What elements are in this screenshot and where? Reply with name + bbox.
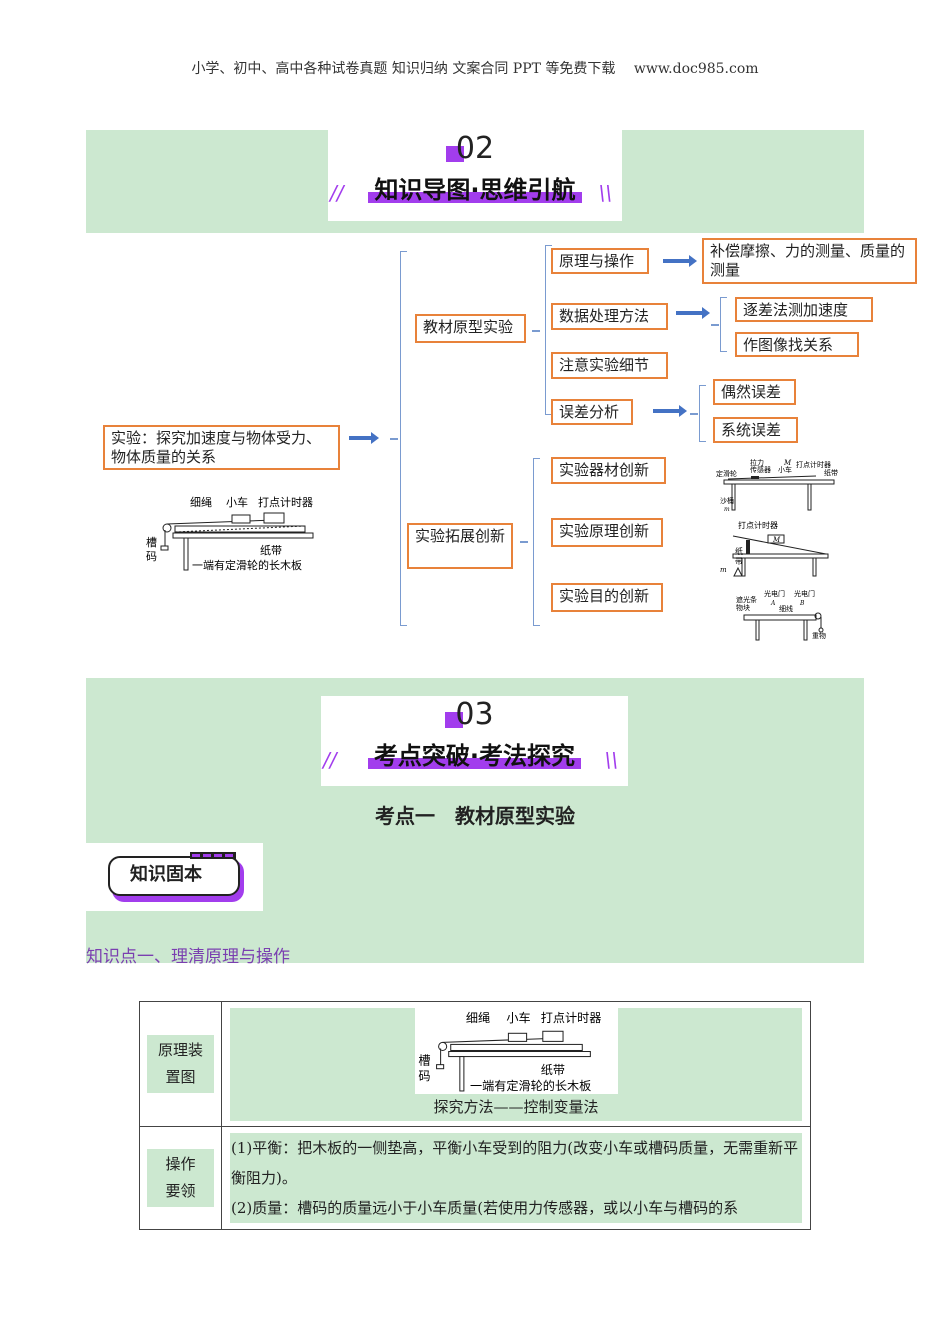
badge-knowledge: 知识固本 xyxy=(108,856,240,896)
mindmap-item: 实验原理创新 xyxy=(551,518,663,547)
label-weight: 码 xyxy=(146,550,157,563)
label: 光电门 xyxy=(764,589,785,598)
mindmap-detail: 逐差法测加速度 xyxy=(735,297,873,322)
label-board: 一端有定滑轮的长木板 xyxy=(192,558,302,572)
mindmap-item: 误差分析 xyxy=(551,399,633,425)
section-02-title-box: 02 知识导图·思维引航 // \\ xyxy=(328,130,622,221)
label-timer: 打点计时器 xyxy=(258,495,313,509)
mindmap-item: 实验器材创新 xyxy=(551,457,666,484)
mindmap-item: 注意实验细节 xyxy=(551,352,668,379)
label: B xyxy=(799,600,805,607)
label: m xyxy=(724,506,730,513)
section-title: 考点突破·考法探究 xyxy=(367,736,582,771)
mindmap-root: 实验：探究加速度与物体受力、物体质量的关系 xyxy=(103,425,340,470)
label: 纸 xyxy=(735,546,743,556)
mindmap-item: 原理与操作 xyxy=(551,248,649,274)
label: 遮光条 xyxy=(736,595,757,604)
section-03-title-box: 03 考点突破·考法探究 // \\ xyxy=(321,696,628,786)
row-label-cell: 操作要领 xyxy=(139,1126,222,1230)
row-label: 原理装置图 xyxy=(147,1035,214,1093)
mindmap-branch-extension: 实验拓展创新 xyxy=(407,523,513,569)
label-tape: 纸带 xyxy=(260,544,282,557)
label-cart: 小车 xyxy=(226,495,248,509)
row-label-cell: 原理装置图 xyxy=(139,1001,222,1127)
principle-innovation-diagram: 打点计时器 M 纸 带 m xyxy=(720,520,829,577)
slash-decoration: \\ xyxy=(598,181,612,205)
principle-table: 原理装置图 细绳 小车 打点计时器 槽 码 纸带 xyxy=(139,1001,811,1230)
label: m xyxy=(720,566,727,574)
label: 槽 xyxy=(418,1053,430,1067)
badge-decoration xyxy=(190,852,236,859)
label: 小车 xyxy=(506,1010,530,1025)
mindmap-detail: 系统误差 xyxy=(713,417,798,443)
operation-step: (1)平衡：把木板的一侧垫高，平衡小车受到的阻力(改变小车或槽码质量，无需重新平… xyxy=(230,1133,802,1193)
label-rope: 细绳 xyxy=(190,495,212,509)
row-label: 操作要领 xyxy=(147,1149,214,1207)
slash-decoration: // xyxy=(330,181,344,205)
label: 传感器 xyxy=(750,465,771,474)
mindmap-branch-textbook: 教材原型实验 xyxy=(415,314,526,343)
badge-container: 知识固本 xyxy=(86,843,263,911)
label: 细线 xyxy=(779,604,793,613)
arrow-icon xyxy=(653,405,687,417)
label: 纸带 xyxy=(540,1062,564,1076)
mindmap-detail: 偶然误差 xyxy=(713,379,796,405)
label: M xyxy=(783,459,792,467)
section-number: 02 xyxy=(445,132,494,166)
label: 码 xyxy=(418,1068,430,1082)
section-number: 03 xyxy=(445,698,494,732)
label: 物块 xyxy=(736,603,750,612)
label: 细绳 xyxy=(465,1011,489,1025)
label: 打点计时器 xyxy=(796,460,831,469)
arrow-icon xyxy=(676,307,710,319)
label: 打点计时器 xyxy=(540,1011,601,1025)
label: 拉力 xyxy=(750,458,764,467)
bracket-tick xyxy=(520,541,528,543)
slash-decoration: \\ xyxy=(604,748,618,772)
equipment-innovation-diagram: 定滑轮 拉力 传感器 M 小车 打点计时器 纸带 沙桶 m xyxy=(716,458,838,513)
label: 重物 xyxy=(812,631,826,640)
label: M xyxy=(772,536,781,544)
section-title: 知识导图·思维引航 xyxy=(368,170,582,205)
mindmap-item: 数据处理方法 xyxy=(551,303,668,330)
bracket xyxy=(400,251,407,626)
label: 光电门 xyxy=(794,589,815,598)
apparatus-diagram: 细绳 小车 打点计时器 槽 码 纸带 一端有定滑轮的长木板 xyxy=(146,495,314,572)
bracket-tick xyxy=(532,330,540,332)
label: 沙桶 xyxy=(720,496,734,505)
label: 一端有定滑轮的长木板 xyxy=(469,1077,590,1092)
bracket-tick xyxy=(711,324,719,326)
label: 小车 xyxy=(778,465,792,474)
page-header: 小学、初中、高中各种试卷真题 知识归纳 文案合同 PPT 等免费下载 www.d… xyxy=(191,61,759,77)
bracket xyxy=(533,458,540,626)
label-weight: 槽 xyxy=(146,536,157,549)
mindmap-detail: 作图像找关系 xyxy=(735,332,859,357)
topic-subtitle: 考点一 教材原型实验 xyxy=(375,804,575,828)
slash-decoration: // xyxy=(323,748,337,772)
operations-cell: (1)平衡：把木板的一侧垫高，平衡小车受到的阻力(改变小车或槽码质量，无需重新平… xyxy=(221,1126,811,1230)
bracket xyxy=(545,245,552,415)
bracket-tick xyxy=(690,413,698,415)
purpose-innovation-diagram: 遮光条 物块 光电门 光电门 A B 细线 重物 xyxy=(736,589,826,641)
mindmap-item: 实验目的创新 xyxy=(551,583,663,612)
label: A xyxy=(770,600,776,607)
bracket xyxy=(720,297,727,352)
mindmap-detail: 补偿摩擦、力的测量、质量的测量 xyxy=(702,238,917,284)
arrow-icon xyxy=(349,432,379,444)
bracket xyxy=(699,385,706,442)
label: 打点计时器 xyxy=(738,520,778,530)
bracket-tick xyxy=(390,438,398,440)
arrow-icon xyxy=(663,255,697,267)
apparatus-diagram: 细绳 小车 打点计时器 槽 码 纸带 一端有定滑轮的长木板 xyxy=(414,1007,618,1094)
label: 纸带 xyxy=(824,468,838,477)
label: 带 xyxy=(735,557,743,566)
diagram-cell: 细绳 小车 打点计时器 槽 码 纸带 一端有定滑轮的长木板 探究方法— xyxy=(221,1001,811,1127)
method-text: 探究方法——控制变量法 xyxy=(433,1097,599,1116)
operation-step: (2)质量：槽码的质量远小于小车质量(若使用力传感器，或以小车与槽码的系 xyxy=(230,1193,802,1223)
label: 定滑轮 xyxy=(716,469,737,478)
knowledge-point-heading: 知识点一、理清原理与操作 xyxy=(86,947,290,967)
